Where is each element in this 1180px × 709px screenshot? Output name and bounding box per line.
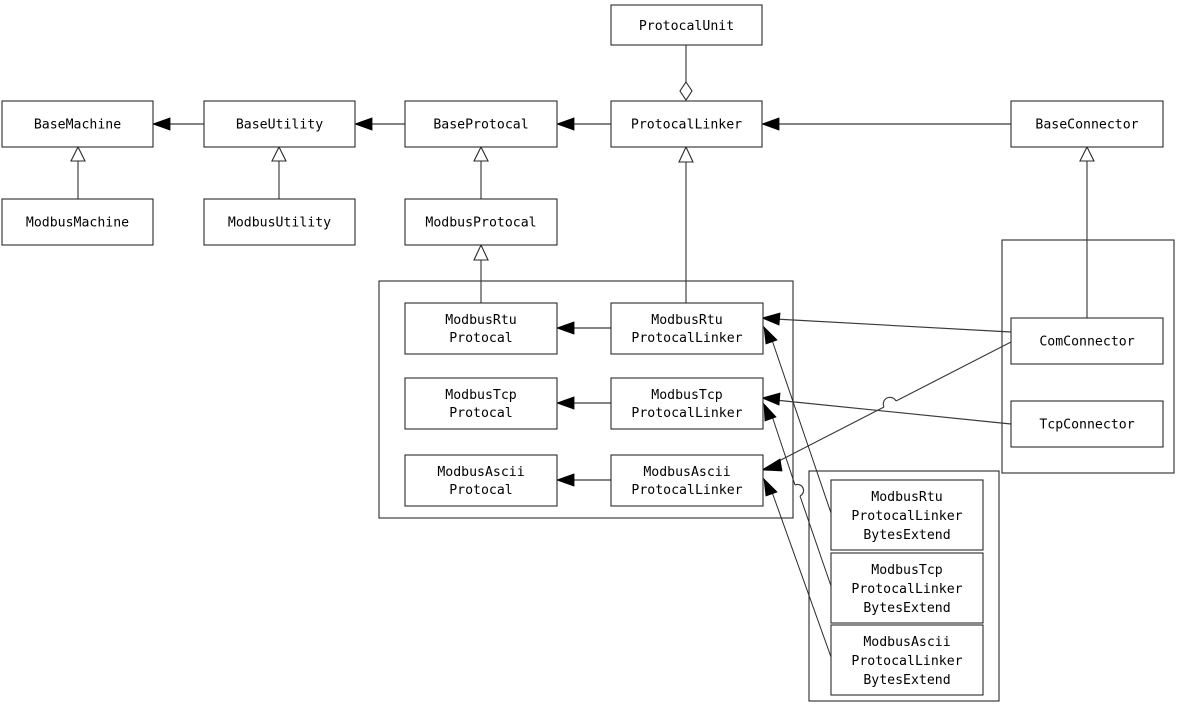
node-modbus-ascii-bytes-extend-line3: BytesExtend <box>863 673 950 688</box>
node-modbus-ascii-protocal[interactable]: ModbusAscii Protocal <box>404 454 558 507</box>
generalization-triangle-protocallinker <box>678 145 694 163</box>
node-modbus-ascii-bytes-extend-line1: ModbusAscii <box>863 635 950 650</box>
arrowhead-tcpprotocal <box>555 396 575 410</box>
node-base-protocal-label: BaseProtocal <box>433 118 528 133</box>
node-modbus-ascii-protocal-linker[interactable]: ModbusAscii ProtocalLinker <box>610 454 764 507</box>
edge-comconnector-to-rtulinker <box>774 318 1012 333</box>
node-protocal-unit[interactable]: ProtocalUnit <box>610 4 763 46</box>
node-modbus-rtu-protocal-linker-line1: ModbusRtu <box>651 313 722 328</box>
arrowhead-asciilinker-from-bytesextend <box>763 477 778 497</box>
node-modbus-tcp-protocal-line2: Protocal <box>449 406 513 421</box>
arrowhead-rtulinker-from-bytesextend <box>763 325 778 345</box>
node-tcp-connector[interactable]: TcpConnector <box>1010 400 1164 448</box>
node-com-connector-label: ComConnector <box>1039 335 1134 350</box>
node-base-machine[interactable]: BaseMachine <box>1 100 154 148</box>
arrowhead-tcplinker-from-bytesextend <box>763 402 777 422</box>
edge-tcpbytesextend-seg1 <box>799 495 832 587</box>
node-modbus-ascii-bytes-extend[interactable]: ModbusAscii ProtocalLinker BytesExtend <box>830 624 984 696</box>
node-modbus-protocal-label: ModbusProtocal <box>425 216 536 231</box>
node-base-utility[interactable]: BaseUtility <box>203 100 356 148</box>
node-modbus-rtu-protocal-linker[interactable]: ModbusRtu ProtocalLinker <box>610 302 764 355</box>
node-modbus-rtu-protocal-line2: Protocal <box>449 331 513 346</box>
edge-tcpbytesextend-seg2 <box>771 415 796 486</box>
node-tcp-connector-label: TcpConnector <box>1039 418 1134 433</box>
group-connectors <box>1001 239 1175 474</box>
node-modbus-ascii-protocal-line2: Protocal <box>449 483 513 498</box>
node-modbus-rtu-bytes-extend-line1: ModbusRtu <box>871 490 942 505</box>
edge-asciibytesextend-to-asciilinker <box>771 491 832 658</box>
node-modbus-ascii-protocal-line1: ModbusAscii <box>437 465 524 480</box>
arrowhead-rtulinker-from-com <box>760 312 781 326</box>
edge-comconnector-to-asciilinker-seg1 <box>895 341 1012 402</box>
node-modbus-tcp-protocal-linker-line1: ModbusTcp <box>651 388 723 403</box>
node-base-connector[interactable]: BaseConnector <box>1010 100 1164 148</box>
node-protocal-unit-label: ProtocalUnit <box>639 19 734 34</box>
node-modbus-rtu-bytes-extend-line2: ProtocalLinker <box>851 509 962 524</box>
arrowhead-protocallinker <box>760 117 780 131</box>
arrowhead-asciiprotocal <box>555 473 575 487</box>
node-protocal-linker[interactable]: ProtocalLinker <box>610 100 763 148</box>
node-base-utility-label: BaseUtility <box>236 118 323 133</box>
node-modbus-ascii-bytes-extend-line2: ProtocalLinker <box>851 654 962 669</box>
group-protocal-family <box>378 280 794 519</box>
node-modbus-utility[interactable]: ModbusUtility <box>203 198 356 246</box>
node-protocal-linker-label: ProtocalLinker <box>631 118 742 133</box>
node-base-connector-label: BaseConnector <box>1035 118 1138 133</box>
edge-tcpconnector-to-tcplinker <box>774 399 1012 425</box>
generalization-triangle-baseprotocal <box>473 145 489 162</box>
node-modbus-ascii-protocal-linker-line2: ProtocalLinker <box>631 483 742 498</box>
arrowhead-rtuprotocal <box>555 321 575 335</box>
node-com-connector[interactable]: ComConnector <box>1010 317 1164 365</box>
node-modbus-rtu-protocal-line1: ModbusRtu <box>445 313 516 328</box>
edge-rtubytesextend-to-rtulinker <box>771 339 832 514</box>
aggregation-diamond <box>679 81 693 101</box>
arrowhead-basemachine <box>151 117 171 131</box>
node-modbus-machine-label: ModbusMachine <box>26 216 129 231</box>
arrowhead-asciilinker-from-com <box>760 458 783 472</box>
arrowhead-tcplinker-from-tcp <box>760 392 781 406</box>
node-modbus-rtu-protocal[interactable]: ModbusRtu Protocal <box>404 302 558 355</box>
node-modbus-tcp-protocal-line1: ModbusTcp <box>445 388 517 403</box>
node-base-protocal[interactable]: BaseProtocal <box>404 100 558 148</box>
generalization-triangle-baseutility <box>271 145 287 162</box>
arrowhead-baseprotocal <box>555 117 575 131</box>
node-modbus-protocal[interactable]: ModbusProtocal <box>404 198 558 246</box>
node-modbus-tcp-protocal-linker-line2: ProtocalLinker <box>631 406 742 421</box>
node-modbus-rtu-bytes-extend-line3: BytesExtend <box>863 528 950 543</box>
node-modbus-tcp-bytes-extend-line2: ProtocalLinker <box>851 582 962 597</box>
generalization-triangle-modbusprotocal <box>473 243 489 261</box>
node-modbus-ascii-protocal-linker-line1: ModbusAscii <box>643 465 730 480</box>
arrowhead-baseutility <box>353 117 373 131</box>
node-modbus-tcp-bytes-extend[interactable]: ModbusTcp ProtocalLinker BytesExtend <box>830 552 984 624</box>
node-base-machine-label: BaseMachine <box>34 118 121 133</box>
edge-hop-arc-2 <box>794 483 805 497</box>
node-modbus-machine[interactable]: ModbusMachine <box>1 198 154 246</box>
edge-hop-arc-1 <box>882 396 897 408</box>
node-modbus-rtu-bytes-extend[interactable]: ModbusRtu ProtocalLinker BytesExtend <box>830 479 984 551</box>
node-modbus-tcp-protocal[interactable]: ModbusTcp Protocal <box>404 377 558 430</box>
group-bytes-extend <box>808 470 1000 702</box>
node-modbus-tcp-bytes-extend-line3: BytesExtend <box>863 601 950 616</box>
generalization-triangle-basemachine <box>70 145 86 162</box>
node-modbus-tcp-bytes-extend-line1: ModbusTcp <box>871 563 943 578</box>
node-modbus-rtu-protocal-linker-line2: ProtocalLinker <box>631 331 742 346</box>
node-modbus-utility-label: ModbusUtility <box>228 216 331 231</box>
node-modbus-tcp-protocal-linker[interactable]: ModbusTcp ProtocalLinker <box>610 377 764 430</box>
generalization-triangle-baseconnector <box>1079 145 1095 162</box>
edge-comconnector-to-asciilinker-seg2 <box>774 406 885 464</box>
